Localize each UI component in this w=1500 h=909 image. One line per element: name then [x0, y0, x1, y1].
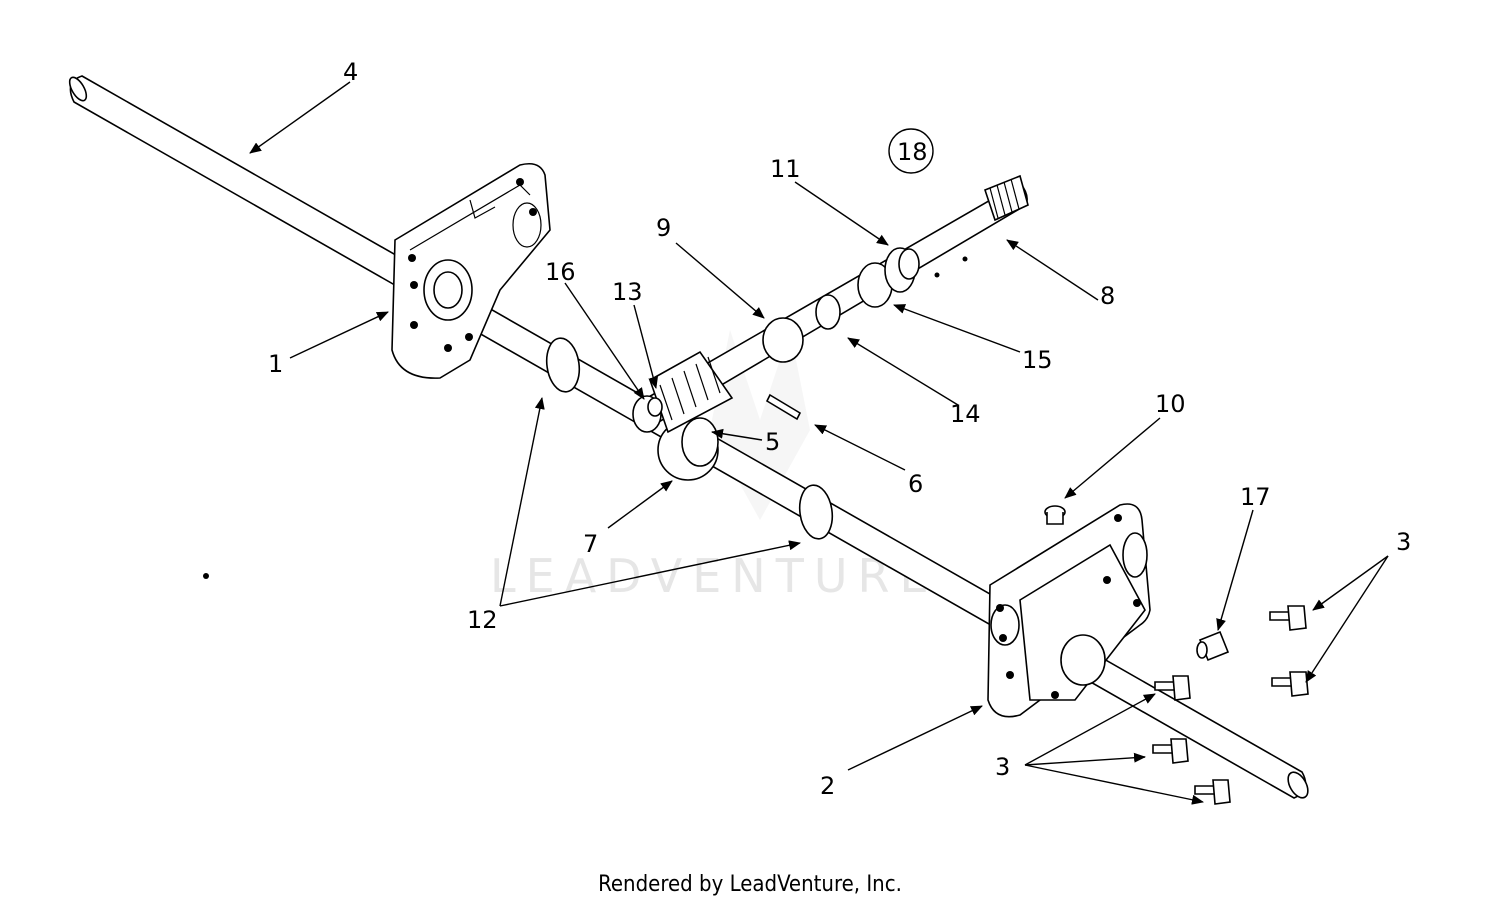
bolt-4: [1152, 738, 1189, 764]
callout-7: 7: [583, 530, 598, 558]
callout-6: 6: [908, 470, 923, 498]
callout-2: 2: [820, 772, 835, 800]
worm-shaft: [632, 174, 1029, 434]
left-housing-plate: [391, 162, 551, 379]
callout-5: 5: [765, 428, 780, 456]
callout-12: 12: [467, 606, 498, 634]
washer-right: [798, 484, 834, 540]
vent-plug: [1044, 505, 1066, 525]
callouts: 4 1 2 3 3 5 6 7 8 9 10 11 12 13 14 15 16…: [268, 58, 1411, 800]
callout-4: 4: [343, 58, 358, 86]
callout-13: 13: [612, 278, 643, 306]
drive-gear: [657, 417, 719, 481]
callout-9: 9: [656, 214, 671, 242]
bolt-1: [1269, 605, 1307, 631]
roll-pin: [765, 393, 802, 421]
callout-14: 14: [950, 400, 981, 428]
callout-16: 16: [545, 258, 576, 286]
callout-1: 1: [268, 350, 283, 378]
bolt-3: [1154, 675, 1191, 701]
watermark-text: LEADVENTURE: [490, 549, 939, 603]
callout-17: 17: [1240, 483, 1271, 511]
callout-8: 8: [1100, 282, 1115, 310]
callout-3-bottom: 3: [995, 753, 1010, 781]
callout-18: 18: [897, 138, 928, 166]
bolt-2: [1271, 671, 1309, 697]
bolt-5: [1194, 779, 1231, 805]
callout-3-right: 3: [1396, 528, 1411, 556]
right-housing: [987, 503, 1151, 718]
callout-18-circle: [888, 128, 934, 174]
washer-left: [545, 337, 581, 393]
callout-10: 10: [1155, 390, 1186, 418]
callout-15: 15: [1022, 346, 1053, 374]
footer-credit: Rendered by LeadVenture, Inc.: [598, 872, 902, 897]
callout-11: 11: [770, 155, 801, 183]
leader-lines: [249, 81, 1389, 805]
grease-fitting: [1196, 630, 1230, 662]
